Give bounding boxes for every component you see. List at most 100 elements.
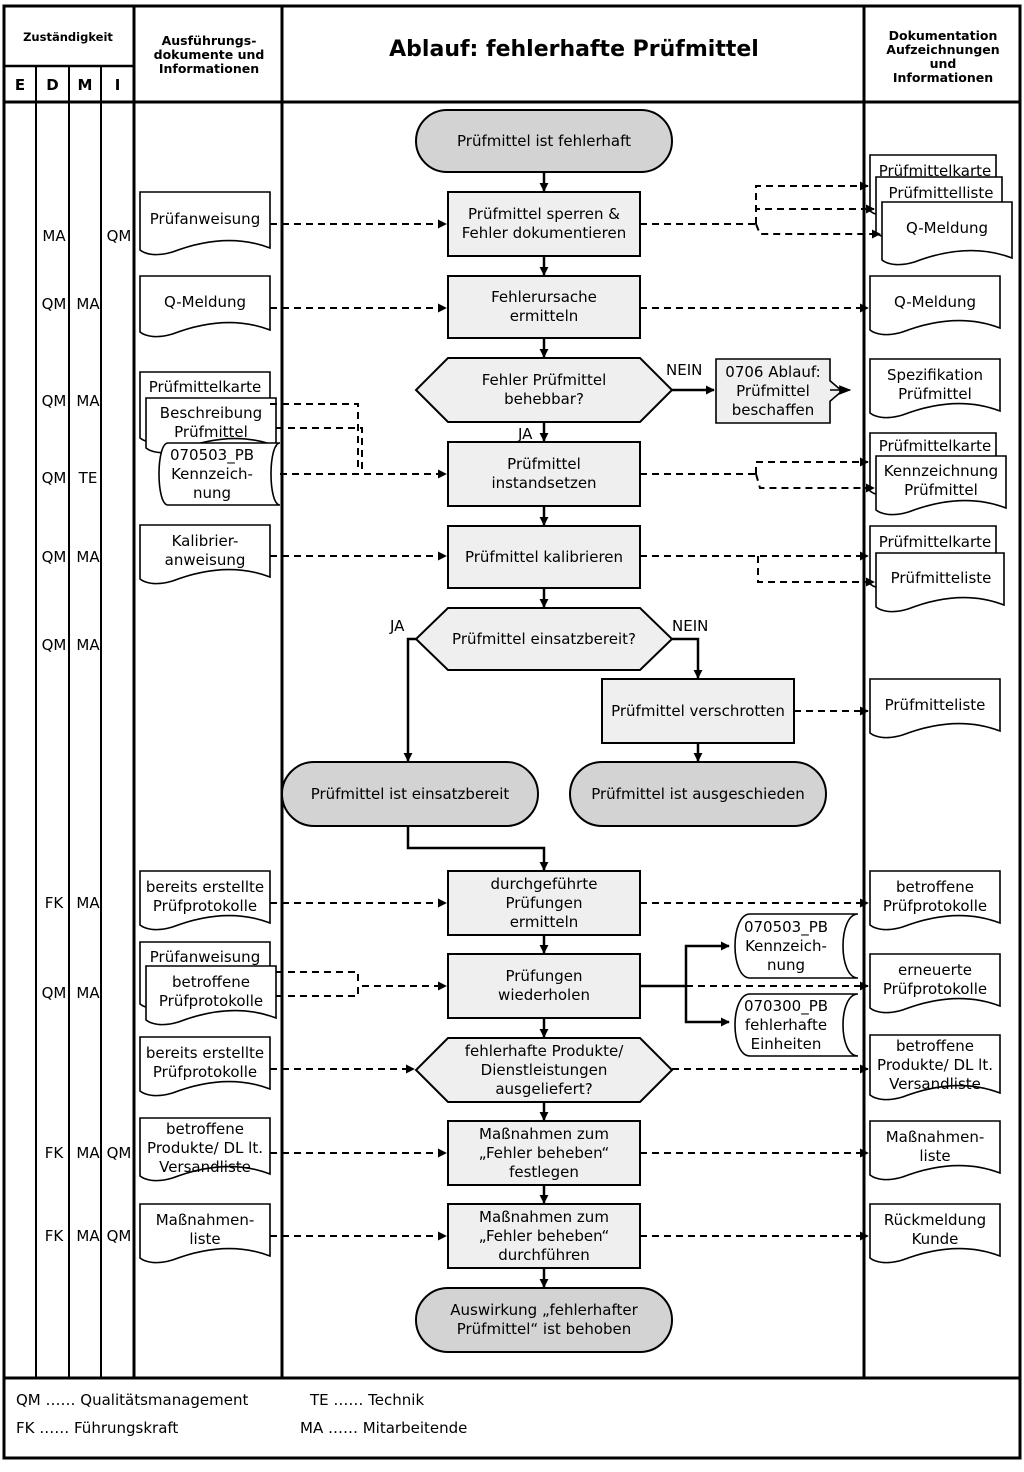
right-doc-gauge-card-2: Prüfmittelkarte	[878, 436, 992, 455]
role-i-8: QM	[106, 1144, 132, 1162]
left-doc-calibration-shape	[139, 524, 271, 585]
left-doc-test-instruction: Prüfanweisung	[149, 209, 261, 228]
outer-border	[2, 4, 1022, 1460]
define-measures-box	[447, 1120, 641, 1186]
col-m-header: M	[77, 76, 93, 94]
tests-step-box	[447, 870, 641, 936]
role-d-8: FK	[44, 1144, 64, 1162]
left-doc-q-report-shape	[139, 275, 271, 338]
repairable-decision	[414, 357, 674, 423]
lock-step-label: Prüfmittel sperren & Fehler dokumentiere…	[461, 205, 627, 242]
left-doc-affected-protocols-shape	[145, 965, 277, 1026]
left-doc-existing-protocols-1: bereits erstellte Prüfprotokolle	[145, 878, 265, 915]
left-doc-test-instruction-shape	[139, 191, 271, 256]
left-doc-calibration-instruction: Kalibrier- anweisung	[164, 532, 246, 569]
no-label-1: NEIN	[666, 361, 703, 379]
role-d-1: QM	[41, 295, 67, 313]
left-doc-existing-protocols-2-shape	[139, 1036, 271, 1097]
info-line-3b	[276, 427, 363, 472]
ready-terminal	[281, 761, 539, 827]
right-doc-gauge-list-3: Prüfmitteliste	[884, 695, 986, 714]
role-m-8: MA	[76, 1144, 100, 1162]
right-doc-affected-products-shape	[869, 1034, 1001, 1101]
right-doc-gauge-card-3: Prüfmittelkarte	[878, 532, 992, 551]
right-doc-specification-shape	[869, 358, 1001, 419]
role-d-9: FK	[44, 1227, 64, 1245]
role-m-5: MA	[76, 636, 100, 654]
role-m-9: MA	[76, 1227, 100, 1245]
right-doc-renewed-protocols-shape	[869, 953, 1001, 1014]
right-doc-gauge-marking: Kennzeichnung Prüfmittel	[883, 462, 999, 499]
left-doc-marking: 070503_PB Kennzeich- nung	[169, 445, 255, 502]
marking-store	[734, 913, 859, 979]
repair-step-label: Prüfmittel instandsetzen	[491, 455, 597, 492]
left-doc-q-report: Q-Meldung	[163, 292, 247, 311]
info-arrow-1a	[755, 181, 869, 224]
col-i-header: I	[114, 76, 121, 94]
cause-step-label: Fehlerursache ermitteln	[491, 288, 597, 325]
role-d-0: MA	[42, 227, 66, 245]
left-doc-measures-list-shape	[139, 1203, 271, 1264]
yes-label-2: JA	[390, 617, 405, 635]
left-doc-marking-shape	[158, 442, 281, 506]
right-doc-q-report-1: Q-Meldung	[905, 218, 989, 237]
right-doc-q-report-1-shape	[881, 201, 1013, 266]
defective-units-store-label: 070300_PB fehlerhafte Einheiten	[743, 996, 829, 1053]
left-doc-measures-list: Maßnahmen- liste	[155, 1211, 255, 1248]
procurement-step-label: 0706 Ablauf: Prüfmittel beschaffen	[725, 362, 821, 419]
right-doc-measures-list-shape	[869, 1120, 1001, 1181]
delivered-decision-label: fehlerhafte Produkte/ Dienstleistungen a…	[464, 1041, 624, 1098]
right-doc-measures-list: Maßnahmen- liste	[885, 1128, 985, 1165]
delivered-decision	[414, 1037, 674, 1103]
info-line-8a	[276, 971, 359, 986]
ready-terminal-label: Prüfmittel ist einsatzbereit	[310, 784, 510, 803]
info-arrow-1b	[755, 204, 875, 224]
role-m-7: MA	[76, 984, 100, 1002]
execution-docs-header: Ausführungs- dokumente und Informationen	[153, 33, 265, 76]
define-measures-label: Maßnahmen zum „Fehler beheben“ festlegen	[478, 1124, 610, 1181]
left-doc-gauge-description: Beschreibung Prüfmittel	[159, 404, 263, 441]
right-doc-customer-feedback-shape	[869, 1203, 1001, 1264]
role-m-4: MA	[76, 548, 100, 566]
legend-qm: QM …… Qualitätsmanagement	[16, 1391, 249, 1409]
ready-decision-label: Prüfmittel einsatzbereit?	[452, 629, 636, 648]
right-doc-gauge-list-1: Prüfmittelliste	[888, 183, 994, 202]
right-doc-affected-products: betroffene Produkte/ DL lt. Versandliste	[877, 1036, 993, 1093]
tests-step-label: durchgeführte Prüfungen ermitteln	[490, 874, 598, 931]
marking-store-label: 070503_PB Kennzeich- nung	[743, 917, 829, 974]
role-d-5: QM	[41, 636, 67, 654]
flow-arrow-to-marking	[684, 941, 730, 986]
role-m-1: MA	[76, 295, 100, 313]
info-arrow-5b	[757, 556, 875, 587]
documentation-header: Dokumentation Aufzeichnungen und Informa…	[886, 28, 1000, 85]
role-d-6: FK	[44, 894, 64, 912]
flow-arrow-8	[406, 826, 549, 871]
role-d-7: QM	[41, 984, 67, 1002]
start-terminal-label: Prüfmittel ist fehlerhaft	[457, 131, 631, 150]
right-doc-affected-protocols-shape	[869, 870, 1001, 931]
role-d-2: QM	[41, 392, 67, 410]
right-doc-gauge-marking-shape	[875, 455, 1007, 516]
right-doc-customer-feedback: Rückmeldung Kunde	[883, 1211, 987, 1248]
left-doc-affected-products-shape	[139, 1117, 271, 1182]
right-doc-renewed-protocols: erneuerte Prüfprotokolle	[882, 961, 988, 998]
legend-ma: MA …… Mitarbeitende	[300, 1419, 468, 1437]
calibrate-step-box	[447, 525, 641, 589]
flow-arrow-yes-2	[403, 637, 416, 762]
right-doc-gauge-card-1: Prüfmittelkarte	[878, 161, 992, 180]
scrap-step-label: Prüfmittel verschrotten	[611, 701, 785, 720]
procurement-step-box	[715, 358, 844, 424]
right-doc-gauge-list-3-shape	[869, 678, 1001, 739]
info-arrow-1c	[755, 223, 881, 239]
role-m-2: MA	[76, 392, 100, 410]
col-e-header: E	[14, 76, 26, 94]
yes-label-1: JA	[518, 425, 533, 443]
role-m-6: MA	[76, 894, 100, 912]
role-i-9: QM	[106, 1227, 132, 1245]
role-i-0: QM	[106, 227, 132, 245]
end-terminal-label: Auswirkung „fehlerhafter Prüfmittel“ ist…	[450, 1301, 638, 1338]
right-doc-affected-protocols: betroffene Prüfprotokolle	[882, 878, 988, 915]
flow-arrow-no-2	[672, 637, 703, 679]
repeat-step-label: Prüfungen wiederholen	[498, 967, 590, 1004]
